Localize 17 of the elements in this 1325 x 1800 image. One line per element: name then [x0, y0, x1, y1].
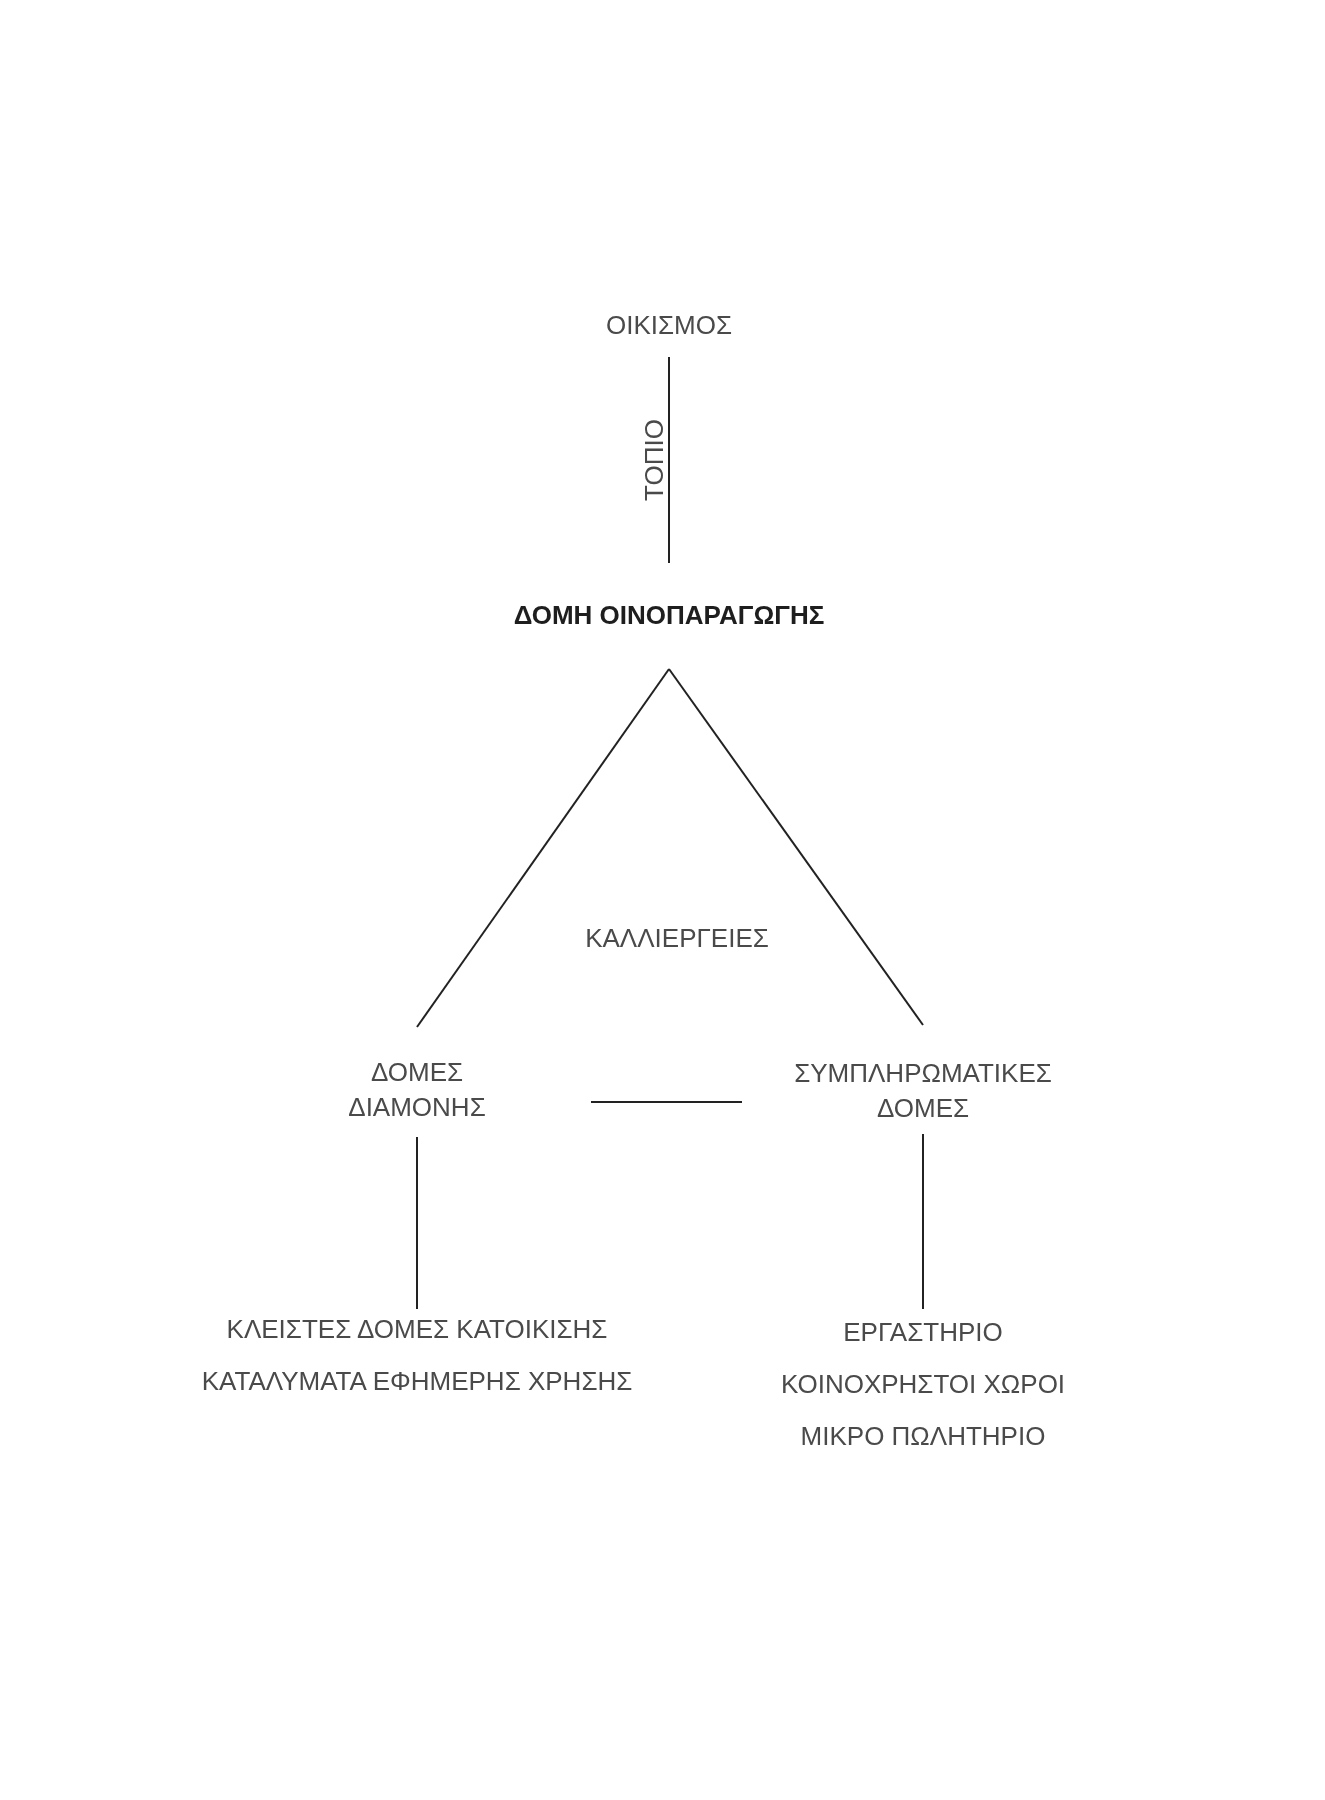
connector-line: [590, 1101, 743, 1103]
node-label: ΜΙΚΡΟ ΠΩΛΗΤΗΡΙΟ: [800, 1421, 1046, 1451]
connector-line: [668, 668, 924, 1026]
node-label: ΚΛΕΙΣΤΕΣ ΔΟΜΕΣ ΚΑΤΟΙΚΙΣΗΣ: [226, 1314, 608, 1344]
edge-label: ΤΟΠΙΟ: [642, 419, 666, 501]
node-label: ΟΙΚΙΣΜΟΣ: [605, 310, 732, 340]
connector-line: [416, 668, 670, 1028]
node-label: ΕΡΓΑΣΤΗΡΙΟ: [843, 1317, 1003, 1347]
connector-line: [416, 1136, 418, 1310]
connector-line: [668, 356, 670, 564]
area-label: ΚΑΛΛΙΕΡΓΕΙΕΣ: [585, 923, 769, 953]
node-label: ΔΟΜΕΣ ΔΙΑΜΟΝΗΣ: [348, 1056, 486, 1124]
connector-line: [922, 1133, 924, 1310]
node-label: ΣΥΜΠΛΗΡΩΜΑΤΙΚΕΣ ΔΟΜΕΣ: [794, 1057, 1052, 1125]
node-label: ΚΑΤΑΛΥΜΑΤΑ ΕΦΗΜΕΡΗΣ ΧΡΗΣΗΣ: [201, 1366, 633, 1396]
node-label: ΔΟΜΗ ΟΙΝΟΠΑΡΑΓΩΓΗΣ: [513, 600, 825, 630]
node-label: ΚΟΙΝΟΧΡΗΣΤΟΙ ΧΩΡΟΙ: [780, 1369, 1066, 1399]
